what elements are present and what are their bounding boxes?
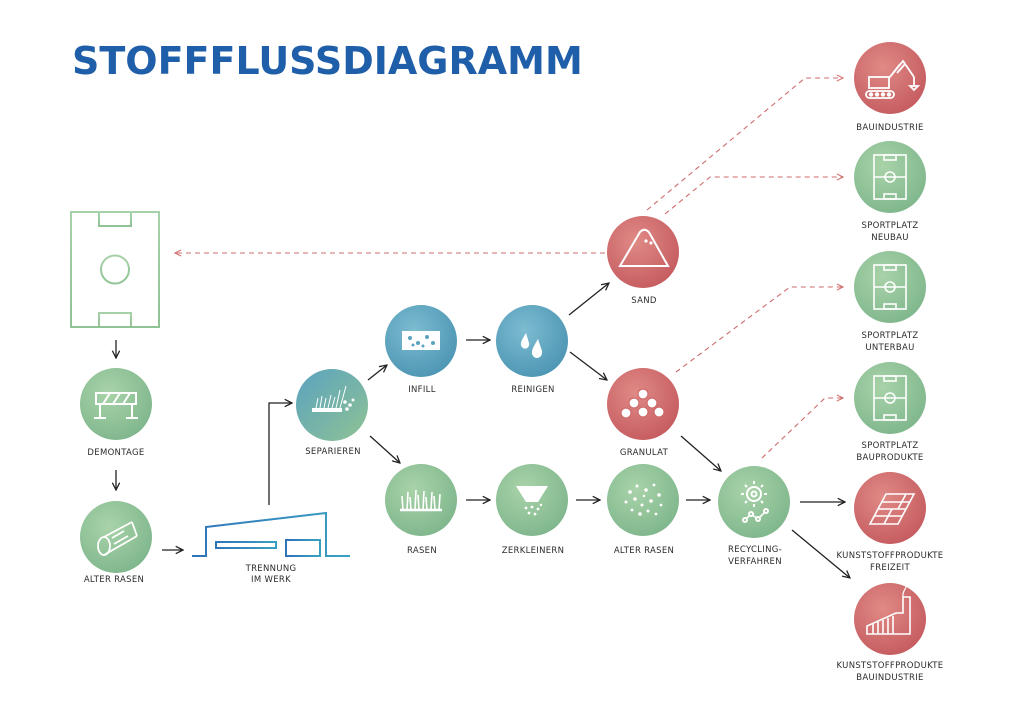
- node-infill: INFILL: [385, 305, 457, 395]
- node-rasen: RASEN: [385, 464, 457, 556]
- factory-icon: [192, 511, 350, 557]
- label-alter-rasen-1: ALTER RASEN: [84, 575, 144, 585]
- label-sand: SAND: [631, 296, 657, 306]
- dashed-arrows: [175, 78, 843, 459]
- label-trennung-2: IM WERK: [251, 575, 291, 585]
- label-freizeit-2: FREIZEIT: [870, 563, 910, 573]
- dashed-granulat-unterbau: [675, 287, 843, 373]
- dashed-sand-bauindustrie: [646, 78, 843, 211]
- node-granulat: GRANULAT: [607, 368, 679, 458]
- label-bauindustrie: BAUINDUSTRIE: [856, 123, 923, 133]
- node-alter-rasen-1: ALTER RASEN: [80, 501, 152, 585]
- dashed-sand-neubau: [664, 177, 843, 215]
- industry-icon: [866, 581, 911, 635]
- field-icon: [873, 375, 907, 421]
- label-kp-bau-2: BAUINDUSTRIE: [856, 673, 923, 683]
- node-sportplatz-neubau: SPORTPLATZ NEUBAU: [854, 141, 926, 243]
- label-granulat: GRANULAT: [620, 448, 669, 458]
- label-rasen: RASEN: [407, 546, 437, 556]
- arrow-separieren-infill: [367, 365, 387, 381]
- node-kunststoff-freizeit: KUNSTSTOFFPRODUKTE FREIZEIT: [837, 472, 944, 573]
- node-recycling: RECYCLING- VERFAHREN: [718, 466, 790, 567]
- node-sand: SAND: [607, 216, 679, 306]
- label-bauprodukte-2: BAUPRODUKTE: [856, 453, 923, 463]
- node-demontage: DEMONTAGE: [80, 368, 152, 458]
- barrier-icon: [94, 392, 138, 419]
- label-demontage: DEMONTAGE: [87, 448, 144, 458]
- arrow-separieren-rasen: [369, 435, 400, 463]
- label-recycling-1: RECYCLING-: [728, 545, 782, 555]
- particles-icon: [624, 483, 663, 516]
- node-reinigen: REINIGEN: [496, 305, 568, 395]
- label-zerkleinern: ZERKLEINERN: [502, 546, 565, 556]
- label-alter-rasen-2: ALTER RASEN: [614, 546, 674, 556]
- field-icon: [873, 264, 907, 310]
- node-sportplatz-unterbau: SPORTPLATZ UNTERBAU: [854, 251, 926, 353]
- granules-icon: [620, 388, 665, 419]
- label-reinigen: REINIGEN: [511, 385, 554, 395]
- label-separieren: SEPARIEREN: [305, 447, 361, 457]
- node-sportplatz-bauprodukte: SPORTPLATZ BAUPRODUKTE: [854, 362, 926, 463]
- label-freizeit-1: KUNSTSTOFFPRODUKTE: [837, 551, 944, 561]
- infill-icon: [402, 331, 440, 350]
- label-unterbau-1: SPORTPLATZ: [862, 331, 919, 341]
- turf-roll-icon: [97, 521, 138, 556]
- label-infill: INFILL: [408, 385, 436, 395]
- node-bauindustrie: BAUINDUSTRIE: [854, 42, 926, 133]
- sand-pile-icon: [618, 228, 670, 267]
- gear-icon: [741, 481, 769, 523]
- excavator-icon: [865, 59, 921, 99]
- label-unterbau-2: UNTERBAU: [865, 343, 914, 353]
- node-kunststoff-bauindustrie: KUNSTSTOFFPRODUKTE BAUINDUSTRIE: [837, 581, 944, 683]
- separation-icon: [312, 385, 355, 412]
- label-bauprodukte-1: SPORTPLATZ: [862, 441, 919, 451]
- arrow-recycling-bauindustrie: [791, 529, 850, 578]
- label-kp-bau-1: KUNSTSTOFFPRODUKTE: [837, 661, 944, 671]
- node-trennung: TRENNUNG IM WERK: [192, 511, 350, 585]
- football-field-icon: [70, 211, 160, 328]
- arrow-reinigen-granulat: [569, 351, 607, 380]
- tiles-icon: [868, 493, 916, 525]
- node-zerkleinern: ZERKLEINERN: [496, 464, 568, 556]
- water-drops-icon: [520, 333, 543, 359]
- label-trennung-1: TRENNUNG: [245, 564, 297, 574]
- label-recycling-2: VERFAHREN: [728, 557, 782, 567]
- page-title: STOFFFLUSSDIAGRAMM: [72, 39, 583, 83]
- grass-icon: [400, 489, 442, 512]
- label-neubau-2: NEUBAU: [871, 233, 909, 243]
- arrow-reinigen-sand: [568, 283, 609, 316]
- node-alter-rasen-2: ALTER RASEN: [607, 464, 679, 556]
- shredder-icon: [516, 486, 548, 516]
- field-icon: [873, 154, 907, 200]
- flow-arrows: [116, 283, 850, 578]
- dashed-recycling-bauprodukte: [761, 398, 843, 459]
- label-neubau-1: SPORTPLATZ: [862, 221, 919, 231]
- node-separieren: SEPARIEREN: [296, 369, 368, 457]
- arrow-trennung-separieren: [268, 403, 292, 505]
- arrow-granulat-recycling: [680, 435, 721, 471]
